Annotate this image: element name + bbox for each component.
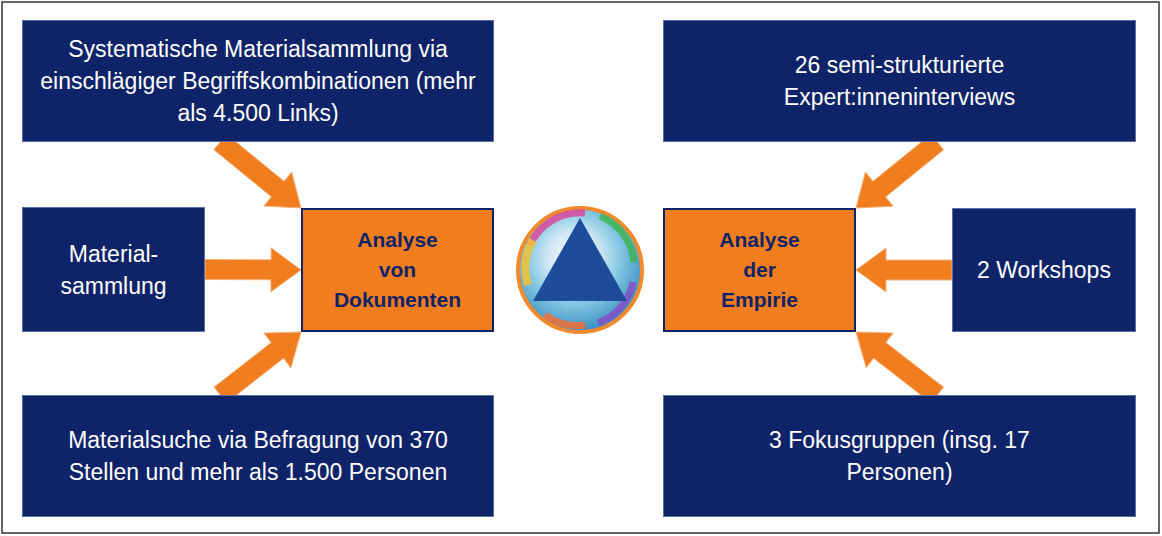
source-box: Material- sammlung [22, 207, 205, 332]
box-label: Systematische Materialsammlung via einsc… [37, 33, 479, 129]
box-label: Analyse von Dokumenten [309, 225, 486, 315]
sphere-swirl [600, 216, 634, 262]
arrow-shape [856, 134, 944, 208]
box-label: Materialsuche via Befragung von 370 Stel… [37, 424, 479, 488]
blue-triangle [533, 218, 627, 301]
box-label: 3 Fokusgruppen (insg. 17 Personen) [750, 424, 1050, 488]
arrow-shape [205, 248, 301, 292]
source-box: 3 Fokusgruppen (insg. 17 Personen) [663, 395, 1136, 517]
box-label: 2 Workshops [977, 254, 1111, 286]
source-box: 26 semi-strukturierte Expert:inneninterv… [663, 20, 1136, 142]
sphere-illustration [518, 208, 642, 332]
arrow-shape [856, 248, 952, 292]
block-arrow [856, 134, 944, 208]
sphere-swirl [545, 315, 585, 326]
analysis-box: Analyse von Dokumenten [301, 208, 494, 332]
block-arrow [214, 332, 301, 403]
block-arrow [205, 248, 301, 292]
box-label: 26 semi-strukturierte Expert:inneninterv… [678, 49, 1121, 113]
arrow-shape [856, 332, 944, 403]
sphere-ring [518, 208, 642, 332]
block-arrow [856, 248, 952, 292]
box-label: Material- sammlung [37, 238, 190, 302]
box-label: Analyse der Empirie [671, 225, 848, 315]
arrow-shape [214, 134, 301, 208]
source-box: Systematische Materialsammlung via einsc… [22, 20, 494, 142]
block-arrow [856, 332, 944, 403]
analysis-box: Analyse der Empirie [663, 208, 856, 332]
source-box: Materialsuche via Befragung von 370 Stel… [22, 395, 494, 517]
source-box: 2 Workshops [952, 208, 1136, 332]
block-arrow [214, 134, 301, 208]
arrow-shape [214, 332, 301, 403]
sphere-swirl [525, 240, 533, 285]
